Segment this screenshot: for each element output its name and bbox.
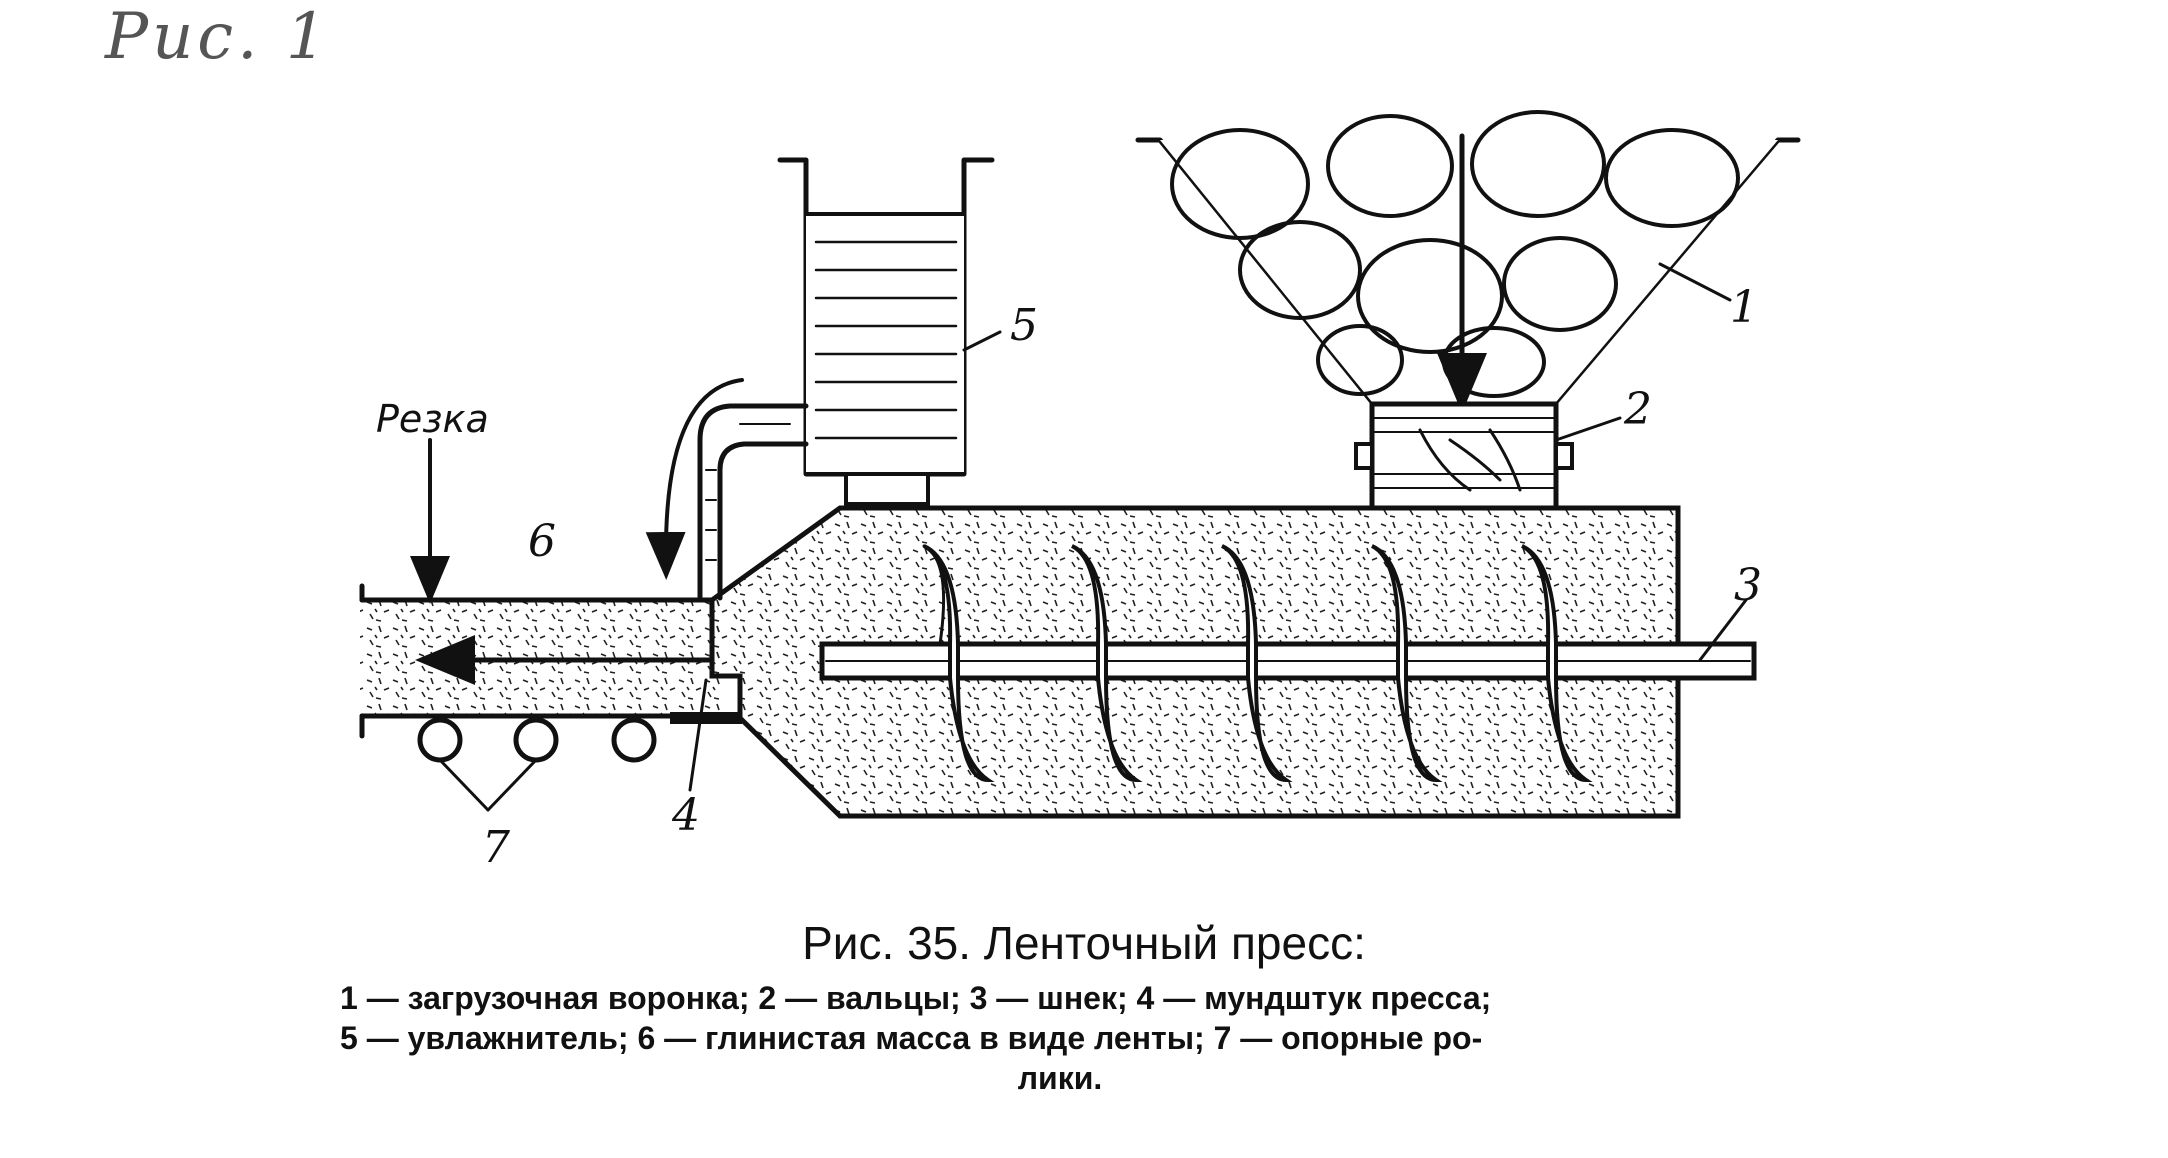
figure-legend: 1 — загрузочная воронка; 2 — вальцы; 3 —… xyxy=(340,978,1780,1098)
clay-lumps xyxy=(1170,110,1740,398)
figure-title: Рис. 35. Ленточный пресс: xyxy=(802,917,1366,969)
label-3: 3 xyxy=(1734,560,1762,611)
leader-3 xyxy=(1698,598,1748,662)
screw-blades xyxy=(922,544,1593,783)
label-4: 4 xyxy=(671,790,700,841)
leader-1 xyxy=(1658,262,1732,302)
leader-5 xyxy=(962,330,1002,352)
label-1: 1 xyxy=(1730,282,1758,333)
label-6: 6 xyxy=(528,516,556,567)
legend-line-3: лики. xyxy=(1017,1060,1103,1096)
label-cut: Резка xyxy=(376,397,489,441)
support-rollers xyxy=(417,717,657,812)
leader-4 xyxy=(688,678,708,792)
handwritten-note: Рис. 1 xyxy=(105,0,331,74)
label-5: 5 xyxy=(1010,300,1038,351)
label-2: 2 xyxy=(1623,384,1652,435)
legend-line-1: 1 — загрузочная воронка; 2 — вальцы; 3 —… xyxy=(340,980,1492,1016)
loading-hopper xyxy=(1135,110,1801,413)
legend-line-2: 5 — увлажнитель; 6 — глинистая масса в в… xyxy=(340,1020,1483,1056)
die-mouthpiece xyxy=(670,712,742,724)
label-7: 7 xyxy=(482,822,510,873)
rollers xyxy=(1354,401,1574,511)
water-arrow xyxy=(645,378,744,580)
humidifier-tank xyxy=(697,157,995,601)
leader-2 xyxy=(1554,416,1622,442)
